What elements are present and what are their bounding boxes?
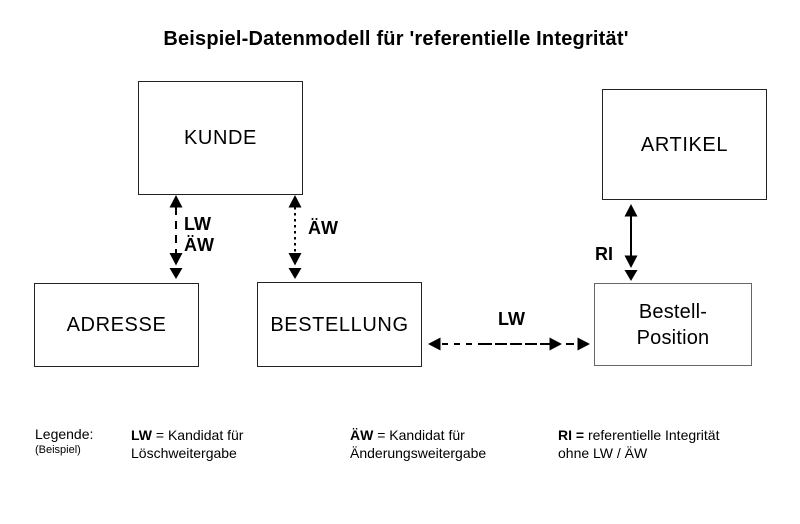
legend-item-line1: RI = referentielle Integrität xyxy=(558,426,719,444)
legend-item-line2: ohne LW / ÄW xyxy=(558,445,648,461)
arrowhead-up-icon xyxy=(169,195,183,208)
legend-item-line1: LW = Kandidat für xyxy=(131,426,243,444)
label-kunde-bestellung: ÄW xyxy=(308,218,338,238)
arrowhead-down-icon xyxy=(169,268,183,279)
arrowhead-down-icon xyxy=(624,270,638,281)
legend-item-line2: Löschweitergabe xyxy=(131,445,237,461)
entity-label: BESTELLUNG xyxy=(270,313,409,336)
entity-kunde: KUNDE xyxy=(138,81,303,195)
entity-bestellung: BESTELLUNG xyxy=(257,282,422,367)
legend-item-ri: RI = referentielle Integrität ohne LW / … xyxy=(558,426,719,462)
arrowhead-left-icon xyxy=(428,337,441,351)
arrowhead-right-icon xyxy=(577,337,590,351)
arrow-bestellung-bestellposition xyxy=(428,337,590,351)
legend-definition: referentielle Integrität xyxy=(584,427,720,443)
entity-artikel: ARTIKEL xyxy=(602,89,767,200)
arrow-kunde-bestellung xyxy=(288,195,302,279)
legend-term: ÄW xyxy=(350,427,374,443)
legend-item-line2: Änderungsweitergabe xyxy=(350,445,487,461)
entity-label: KUNDE xyxy=(183,127,257,149)
diagram-title: Beispiel-Datenmodell für 'referentielle … xyxy=(163,28,629,50)
entity-label-line2: Position xyxy=(636,326,710,349)
label-artikel-bestellposition: RI xyxy=(595,244,613,264)
arrow-kunde-adresse xyxy=(169,195,183,279)
arrowhead-up-icon xyxy=(288,195,302,208)
label-aw: ÄW xyxy=(184,235,214,255)
legend-subheading: (Beispiel) xyxy=(35,444,81,456)
legend-item-line1: ÄW = Kandidat für xyxy=(350,426,486,444)
entity-label: ADRESSE xyxy=(66,314,167,336)
entity-bestell-position: Bestell- Position xyxy=(594,283,752,366)
label-lw: LW xyxy=(184,214,211,234)
label-bestellung-bestellposition: LW xyxy=(498,309,525,329)
arrowhead-right-icon xyxy=(549,337,562,351)
legend-item-aw: ÄW = Kandidat für Änderungsweitergabe xyxy=(350,426,486,462)
legend-term: RI = xyxy=(558,427,585,443)
arrow-artikel-bestellposition xyxy=(624,204,638,281)
entity-label-line1: Bestell- xyxy=(638,300,708,323)
legend-definition: = Kandidat für xyxy=(152,427,244,443)
legend-item-lw: LW = Kandidat für Löschweitergabe xyxy=(131,426,243,462)
entity-adresse: ADRESSE xyxy=(34,283,199,367)
arrowhead-down-icon xyxy=(169,253,183,266)
arrowhead-down-icon xyxy=(288,268,302,279)
legend-term: LW xyxy=(131,427,152,443)
label-kunde-adresse: LW ÄW xyxy=(184,214,214,256)
legend-heading: Legende: xyxy=(35,426,94,442)
arrowhead-down-icon xyxy=(288,253,302,266)
arrowhead-up-icon xyxy=(624,204,638,217)
legend-definition: = Kandidat für xyxy=(373,427,465,443)
arrowhead-down-icon xyxy=(624,255,638,268)
entity-label: ARTIKEL xyxy=(640,133,729,156)
